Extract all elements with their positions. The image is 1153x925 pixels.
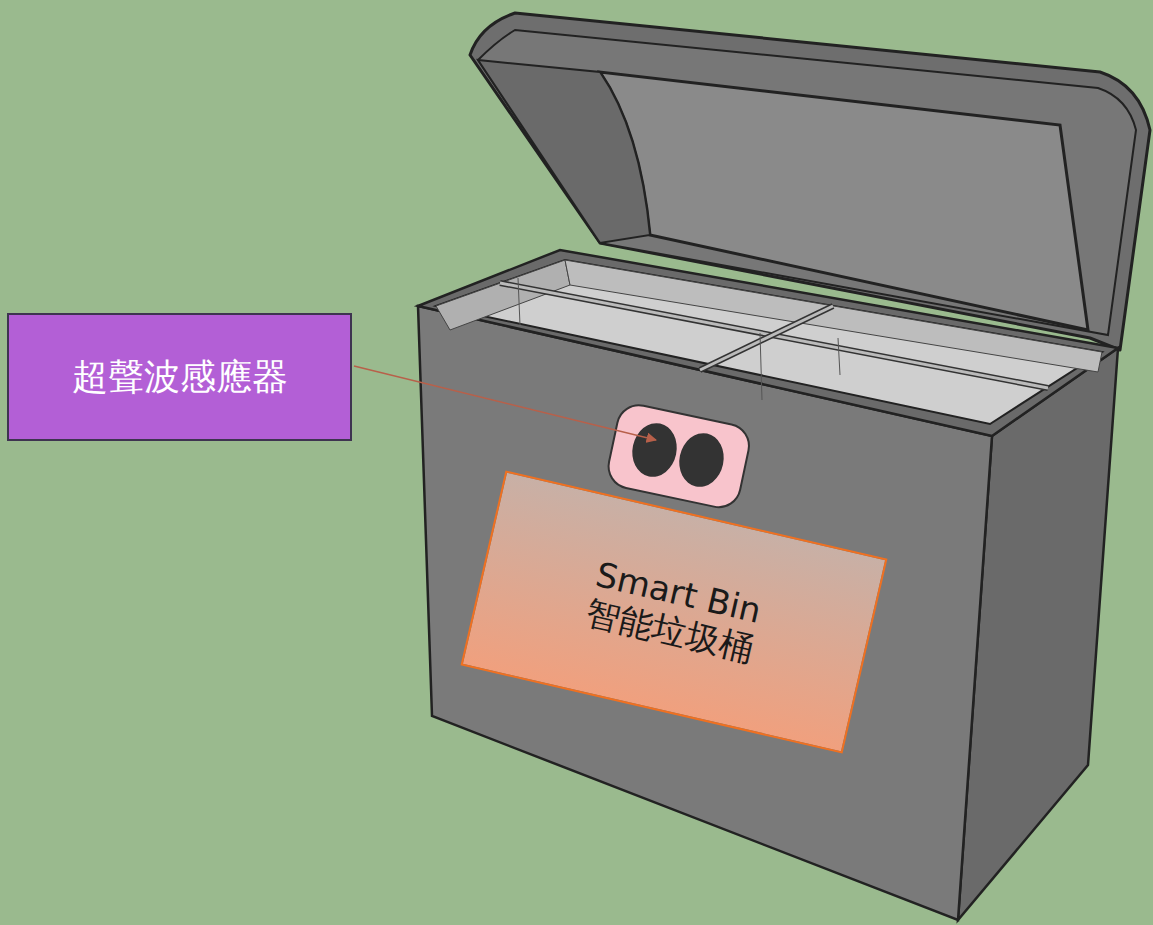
leader-arrow (354, 366, 656, 440)
node-label: 超聲波感應器 (72, 356, 288, 397)
callout-box: 超聲波感應器 (7, 313, 352, 441)
name-plate: Smart Bin智能垃圾桶 (461, 470, 888, 753)
ultrasonic-sensor (605, 401, 754, 511)
